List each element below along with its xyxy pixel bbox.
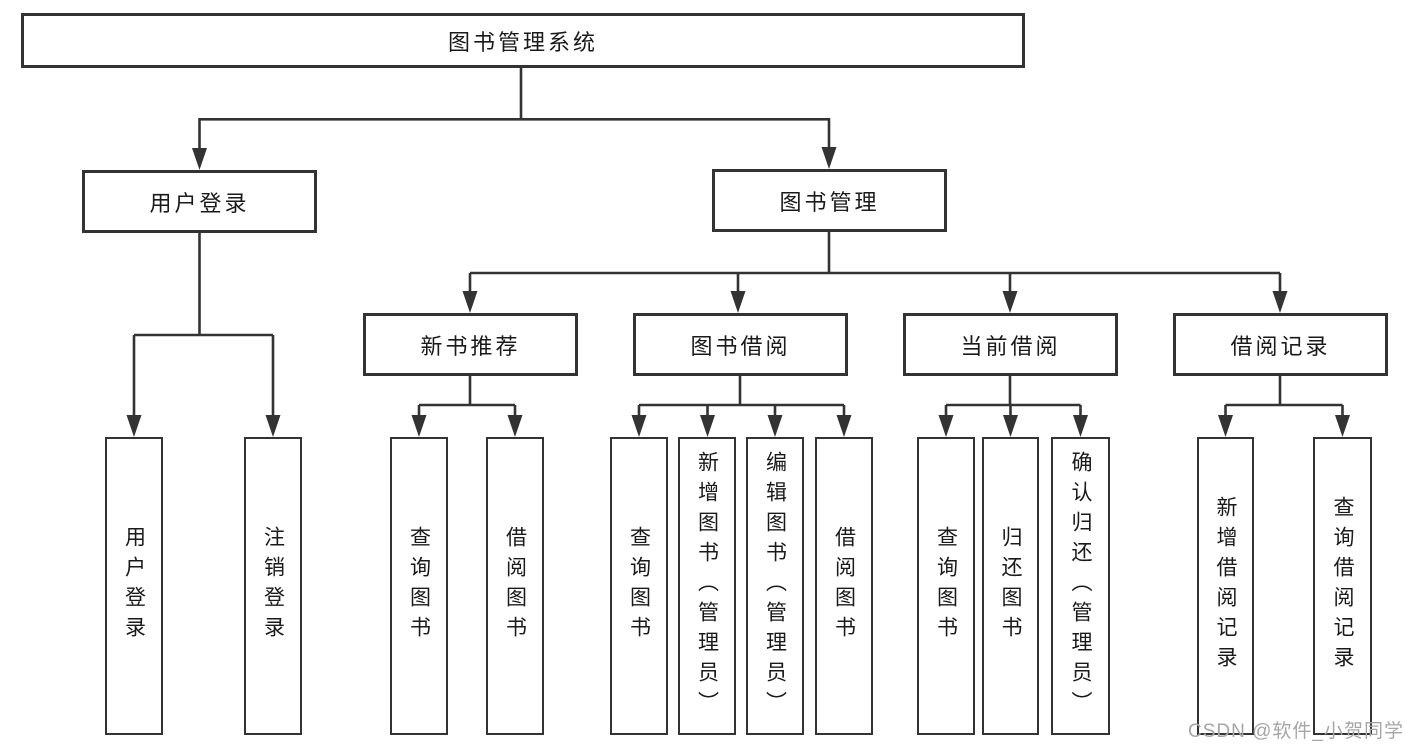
node-user-login: 用户登录: [82, 170, 317, 233]
leaf-user-login-label: 用户登录: [122, 526, 146, 646]
node-borrow-records-label: 借阅记录: [1230, 333, 1331, 359]
leaf-query-book-recommend: 查询图书: [390, 437, 448, 735]
leaf-query-book-borrow-label: 查询图书: [627, 526, 651, 646]
csdn-watermark: CSDN @软件_小贺同学: [1188, 721, 1404, 742]
leaf-borrow-book-recommend: 借阅图书: [486, 437, 544, 735]
node-book-management-label: 图书管理: [779, 189, 880, 215]
node-current-borrow: 当前借阅: [903, 313, 1118, 376]
leaf-borrow-book: 借阅图书: [815, 437, 873, 735]
leaf-logout-label: 注销登录: [261, 526, 285, 646]
leaf-query-book-current-label: 查询图书: [934, 526, 958, 646]
node-current-borrow-label: 当前借阅: [960, 333, 1061, 359]
leaf-add-borrow-record: 新增借阅记录: [1197, 437, 1254, 735]
node-book-borrow-label: 图书借阅: [690, 333, 791, 359]
node-book-management: 图书管理: [712, 169, 947, 232]
leaf-add-book-admin-label: 新增图书（管理员）: [695, 451, 719, 721]
leaf-confirm-return-admin: 确认归还（管理员）: [1051, 437, 1110, 735]
node-library-system-label: 图书管理系统: [447, 29, 598, 55]
node-new-book-recommend-label: 新书推荐: [420, 333, 521, 359]
leaf-add-borrow-record-label: 新增借阅记录: [1214, 496, 1237, 676]
leaf-edit-book-admin: 编辑图书（管理员）: [746, 437, 804, 735]
leaf-query-book-recommend-label: 查询图书: [407, 526, 431, 646]
node-book-borrow: 图书借阅: [633, 313, 848, 376]
leaf-query-borrow-record: 查询借阅记录: [1313, 437, 1372, 735]
node-library-system: 图书管理系统: [21, 13, 1025, 68]
node-user-login-label: 用户登录: [149, 190, 250, 216]
leaf-return-book: 归还图书: [982, 437, 1039, 735]
leaf-query-book-current: 查询图书: [917, 437, 975, 735]
leaf-add-book-admin: 新增图书（管理员）: [678, 437, 736, 735]
leaf-query-borrow-record-label: 查询借阅记录: [1331, 496, 1354, 676]
leaf-confirm-return-admin-label: 确认归还（管理员）: [1069, 451, 1092, 721]
leaf-borrow-book-recommend-label: 借阅图书: [503, 526, 527, 646]
leaf-return-book-label: 归还图书: [999, 526, 1022, 646]
arrowheads: [126, 147, 1350, 437]
leaf-borrow-book-label: 借阅图书: [832, 526, 856, 646]
leaf-edit-book-admin-label: 编辑图书（管理员）: [763, 451, 787, 721]
leaf-logout: 注销登录: [244, 437, 302, 735]
node-new-book-recommend: 新书推荐: [363, 313, 578, 376]
leaf-user-login: 用户登录: [105, 437, 163, 735]
leaf-query-book-borrow: 查询图书: [610, 437, 668, 735]
node-borrow-records: 借阅记录: [1173, 313, 1388, 376]
